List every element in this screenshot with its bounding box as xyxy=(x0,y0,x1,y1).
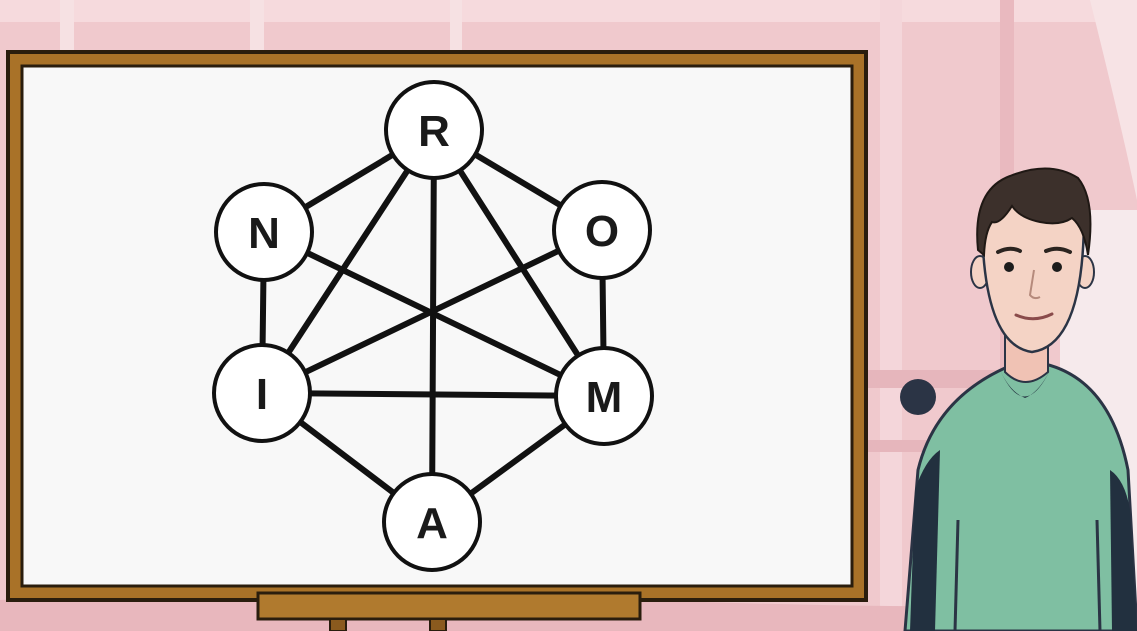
lamp-knob xyxy=(900,379,936,415)
node-o: O xyxy=(554,182,650,278)
marker-tray xyxy=(258,593,640,619)
node-a: A xyxy=(384,474,480,570)
right-eye xyxy=(1052,262,1062,272)
edge-r-a xyxy=(432,130,434,522)
node-label: R xyxy=(418,107,450,156)
node-label: I xyxy=(256,370,268,419)
node-label: A xyxy=(416,499,448,548)
node-label: N xyxy=(248,209,280,258)
left-eye xyxy=(1004,262,1014,272)
node-n: N xyxy=(216,184,312,280)
edge-i-m xyxy=(262,393,604,396)
node-i: I xyxy=(214,345,310,441)
node-label: M xyxy=(586,373,623,422)
node-r: R xyxy=(386,82,482,178)
node-label: O xyxy=(585,207,619,256)
node-m: M xyxy=(556,348,652,444)
